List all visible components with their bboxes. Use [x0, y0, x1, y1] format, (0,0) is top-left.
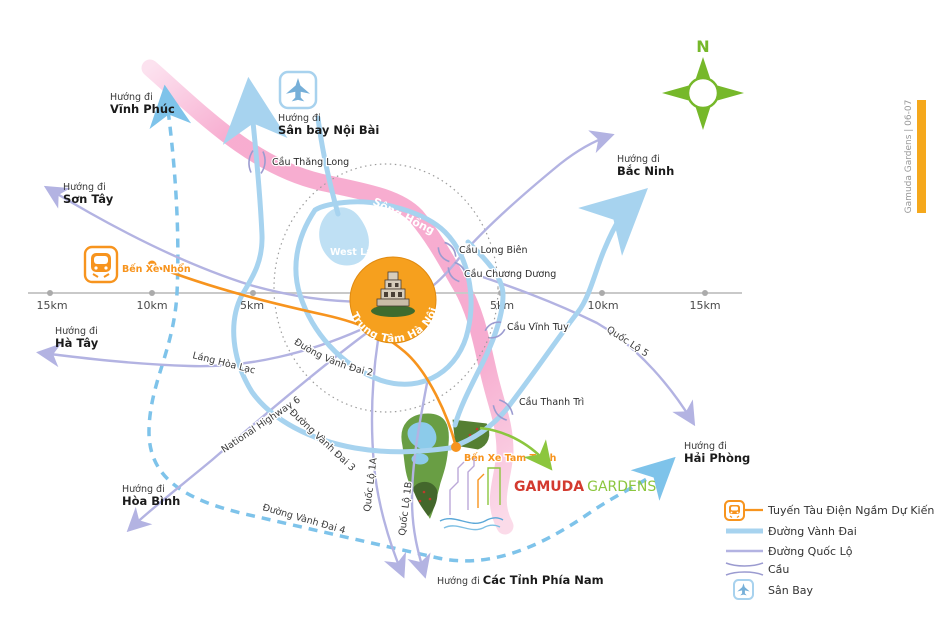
road-ring4-dashed	[147, 84, 676, 563]
bridge-mark-chuong-duong	[447, 261, 467, 283]
national-roads	[36, 130, 696, 579]
svg-text:Hà Tây: Hà Tây	[55, 336, 99, 350]
dir-hai-phong: Hướng đi Hải Phòng	[684, 441, 750, 465]
dir-hoa-binh: Hướng đi Hòa Bình	[122, 484, 180, 508]
lbl-long-bien: Cầu Long Biên	[459, 245, 528, 256]
lbl-ben-xe-nhon: Bến Xe Nhổn	[122, 263, 191, 275]
compass-rose: N	[662, 37, 744, 130]
km-right-15: 15km	[689, 299, 720, 312]
km-left-15: 15km	[36, 299, 67, 312]
svg-text:Cầu: Cầu	[768, 563, 789, 576]
compass-n-label: N	[696, 37, 709, 56]
side-tab-label: Gamuda Gardens | 06-07	[904, 100, 914, 214]
dir-bac-ninh: Hướng đi Bắc Ninh	[617, 154, 674, 178]
dir-noi-bai: Hướng đi Sân bay Nội Bài	[278, 113, 379, 137]
svg-text:Bắc Ninh: Bắc Ninh	[617, 164, 674, 178]
road-ql1a	[370, 339, 407, 579]
road-airport-ring3-west	[222, 76, 453, 455]
road-ring3-east	[447, 188, 648, 451]
road-ql1b	[407, 377, 431, 579]
lbl-vinh-tuy: Cầu Vĩnh Tuy	[507, 322, 569, 333]
lbl-vd4: Đường Vành Đai 4	[261, 502, 347, 536]
airport-icon	[278, 70, 318, 110]
ring-roads	[222, 76, 648, 455]
bridge-mark-vinh-tuy	[484, 321, 506, 339]
svg-text:Hải Phòng: Hải Phòng	[684, 451, 750, 465]
dir-phia-nam: Hướng đi Các Tỉnh Phía Nam	[437, 573, 604, 587]
dir-ha-tay: Hướng đi Hà Tây	[55, 326, 99, 350]
svg-text:Hướng đi: Hướng đi	[110, 92, 153, 103]
svg-text:Sơn Tây: Sơn Tây	[63, 192, 114, 206]
svg-text:Hướng đi: Hướng đi	[122, 484, 165, 495]
lbl-ql5: Quốc Lộ 5	[604, 324, 650, 359]
road-ql5	[467, 270, 696, 427]
legend-bridge-row: Cầu	[725, 562, 789, 576]
hanoi-center: Trung Tâm Hà Nội	[348, 256, 440, 345]
km-left-10: 10km	[136, 299, 167, 312]
lbl-vd3: Đường Vành Đai 3	[287, 407, 357, 474]
legend-ring-row: Đường Vành Đai	[726, 525, 857, 538]
svg-text:Hướng đi: Hướng đi	[684, 441, 727, 452]
bridge-mark-thang-long	[248, 150, 266, 174]
bridge-mark-thanh-tri	[492, 399, 514, 421]
direction-labels: Hướng đi Vĩnh Phúc Hướng đi Sơn Tây Hướn…	[55, 92, 750, 587]
bridge-mark-long-bien	[437, 241, 457, 263]
lbl-chuong-duong: Cầu Chương Dương	[464, 269, 556, 280]
dir-vinh-phuc: Hướng đi Vĩnh Phúc	[110, 92, 175, 116]
lbl-thanh-tri: Cầu Thanh Trì	[519, 397, 584, 408]
bus-station-icon	[83, 245, 119, 284]
lbl-lang-hoa-lac: Láng Hòa Lạc	[191, 350, 256, 376]
svg-text:Hướng đi: Hướng đi	[278, 113, 321, 124]
svg-text:Sân Bay: Sân Bay	[768, 584, 813, 597]
road-nh6	[126, 331, 369, 533]
svg-text:Hướng đi: Hướng đi	[617, 154, 660, 165]
bridge-labels: Cầu Thăng Long Cầu Long Biên Cầu Chương …	[271, 156, 586, 410]
road-lake-spur	[315, 115, 341, 217]
dir-son-tay: Hướng đi Sơn Tây	[63, 182, 114, 206]
turtle-tower-icon	[376, 271, 410, 307]
road-vinhtuy-spur	[452, 239, 506, 428]
svg-text:Vĩnh Phúc: Vĩnh Phúc	[110, 102, 175, 116]
legend: Tuyến Tàu Điện Ngầm Dự Kiến Đường Vành Đ…	[724, 500, 934, 600]
logo-pointer-arrow	[479, 426, 553, 471]
legend-airport-row: Sân Bay	[733, 579, 813, 600]
legend-national-row: Đường Quốc Lộ	[726, 545, 853, 558]
lake-label: West Lake	[330, 247, 385, 258]
svg-text:Hướng đi: Hướng đi	[55, 326, 98, 337]
road-lang-hoa-lac	[36, 328, 361, 368]
svg-text:Đường Quốc Lộ: Đường Quốc Lộ	[768, 545, 853, 558]
svg-text:Hướng đi: Hướng đi	[63, 182, 106, 193]
lbl-thang-long: Cầu Thăng Long	[272, 157, 349, 168]
svg-text:Tuyến Tàu Điện Ngầm Dự Kiến: Tuyến Tàu Điện Ngầm Dự Kiến	[767, 504, 934, 517]
lbl-vd2: Đường Vành Đai 2	[292, 337, 374, 379]
bridge-markers	[248, 150, 514, 421]
metro-stop-nhon-dot	[147, 260, 157, 270]
logo-sketch	[439, 458, 504, 531]
km-right-10: 10km	[587, 299, 618, 312]
side-tab: Gamuda Gardens | 06-07	[904, 100, 926, 214]
svg-text:Sân bay Nội Bài: Sân bay Nội Bài	[278, 123, 379, 137]
svg-text:Hòa Bình: Hòa Bình	[122, 494, 180, 508]
legend-metro-row: Tuyến Tàu Điện Ngầm Dự Kiến	[724, 500, 934, 521]
metro-stop-tamtrinh-dot	[451, 442, 461, 452]
road-ring2-loop	[293, 199, 474, 387]
svg-text:Đường Vành Đai: Đường Vành Đai	[768, 525, 857, 538]
legend-plane-icon	[737, 583, 750, 596]
